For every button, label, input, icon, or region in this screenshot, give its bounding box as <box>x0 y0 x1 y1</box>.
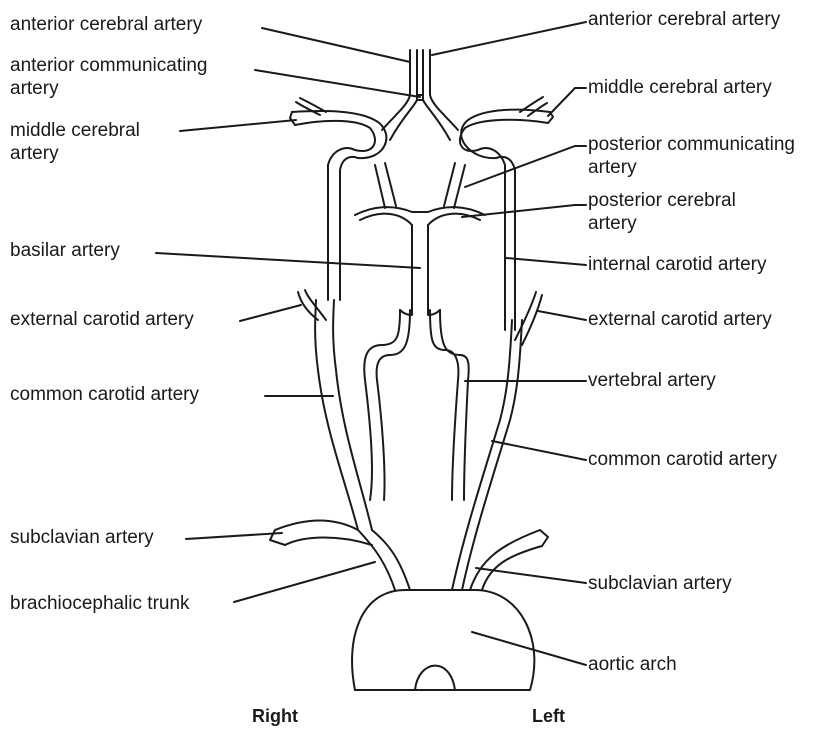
label-middle-cerebral-right-line2: artery <box>10 142 140 165</box>
label-subclavian-left: subclavian artery <box>588 572 732 595</box>
right-subclavian-end <box>270 530 285 545</box>
label-aortic-arch: aortic arch <box>588 653 677 676</box>
label-common-carotid-right: common carotid artery <box>10 383 199 406</box>
label-brachiocephalic-trunk: brachiocephalic trunk <box>10 592 190 615</box>
label-anterior-cerebral-left: anterior cerebral artery <box>588 8 780 31</box>
label-posterior-cerebral-line2: artery <box>588 212 736 235</box>
label-common-carotid-left: common carotid artery <box>588 448 777 471</box>
label-middle-cerebral-right-line1: middle cerebral <box>10 119 140 142</box>
label-middle-cerebral-right: middle cerebral artery <box>10 119 140 165</box>
side-label-right: Right <box>252 706 298 727</box>
aortic-arch <box>352 590 534 690</box>
left-subclavian-artery <box>470 530 542 590</box>
right-external-carotid-artery <box>298 290 326 320</box>
right-middle-cerebral-end <box>290 112 295 125</box>
label-anterior-communicating-line2: artery <box>10 77 207 100</box>
right-internal-carotid-artery <box>328 148 358 300</box>
left-external-carotid-artery <box>515 292 542 345</box>
basilar-artery <box>400 225 440 315</box>
label-external-carotid-right: external carotid artery <box>10 308 194 331</box>
label-anterior-communicating: anterior communicating artery <box>10 54 207 100</box>
label-anterior-communicating-line1: anterior communicating <box>10 54 207 77</box>
label-posterior-cerebral: posterior cerebral artery <box>588 189 736 235</box>
label-middle-cerebral-left: middle cerebral artery <box>588 76 772 99</box>
posterior-communicating-arteries <box>375 163 465 208</box>
label-posterior-cerebral-line1: posterior cerebral <box>588 189 736 212</box>
left-middle-cerebral-branch <box>520 97 547 116</box>
right-common-carotid-artery <box>315 300 372 530</box>
left-middle-cerebral-artery <box>460 110 550 159</box>
label-posterior-communicating-line2: artery <box>588 156 795 179</box>
brachiocephalic-trunk <box>358 530 410 590</box>
left-common-carotid-artery <box>452 320 522 590</box>
label-anterior-cerebral-right: anterior cerebral artery <box>10 13 202 36</box>
label-subclavian-right: subclavian artery <box>10 526 154 549</box>
left-subclavian-end <box>540 530 548 546</box>
label-vertebral-artery: vertebral artery <box>588 369 716 392</box>
label-external-carotid-left: external carotid artery <box>588 308 772 331</box>
label-internal-carotid-artery: internal carotid artery <box>588 253 766 276</box>
label-basilar-artery: basilar artery <box>10 239 120 262</box>
side-label-left: Left <box>532 706 565 727</box>
right-vertebral-artery <box>364 310 410 500</box>
left-vertebral-artery <box>430 310 469 500</box>
label-posterior-communicating-line1: posterior communicating <box>588 133 795 156</box>
label-posterior-communicating: posterior communicating artery <box>588 133 795 179</box>
